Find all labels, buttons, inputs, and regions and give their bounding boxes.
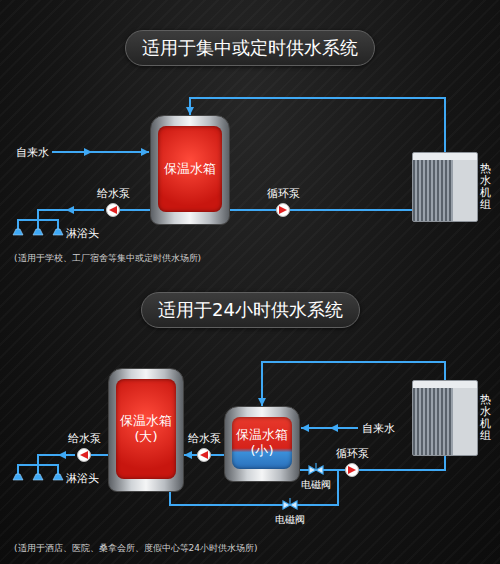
shower-head: [13, 474, 23, 480]
solenoid-valve: 电磁阀: [283, 500, 297, 510]
pipe-connector: [359, 456, 445, 470]
node-text: 保温水箱 (小): [232, 417, 292, 469]
part-label: 自来水: [16, 145, 49, 160]
pump-triangle: [346, 464, 358, 476]
part-label: 淋浴头: [66, 226, 99, 241]
pipe-connector: [230, 209, 276, 211]
shower-pipe: [17, 210, 104, 229]
node-text: 热水机组: [480, 163, 491, 211]
pipe-connector: [211, 454, 224, 456]
shower-head: [13, 229, 23, 235]
pipe-connector: [300, 469, 309, 471]
shower-head: [53, 474, 63, 480]
storage-tank: 保温水箱: [150, 115, 230, 225]
pump-triangle: [198, 449, 210, 461]
node-text: 保温水箱 (大): [116, 379, 176, 479]
pump-triangle: [200, 451, 208, 459]
pipe-connector: [290, 209, 412, 211]
pipe-connector: [170, 492, 283, 505]
valve-stem: [315, 463, 316, 470]
pipe-connector: [184, 454, 197, 456]
node-text: 给水泵: [97, 186, 130, 201]
pump-triangle: [80, 451, 88, 459]
shower-head: [53, 229, 63, 235]
pump-triangle: [78, 449, 90, 461]
valve-symbol: [283, 500, 297, 510]
node-text: 保温水箱: [158, 126, 222, 212]
flow-arrow: [66, 206, 74, 214]
heat-pump-unit: 热水机组: [412, 152, 478, 222]
pump-symbol: 循环泵: [345, 463, 359, 477]
valve-symbol: [309, 465, 323, 475]
node-text: 适用于集中或定时供水系统: [142, 36, 358, 60]
storage-tank: 保温水箱 (小): [224, 406, 300, 482]
heat-pump-unit: 热水机组: [412, 380, 478, 456]
storage-tank: 保温水箱 (大): [108, 368, 184, 492]
node-text: 给水泵: [68, 431, 101, 446]
valve-symbol: [290, 501, 297, 509]
pipe-connector: [323, 469, 345, 471]
tap-water-pipe: [301, 427, 358, 429]
pipe-connector: [120, 209, 150, 211]
caption-note: (适用于学校、工厂宿舍等集中或定时供水场所): [14, 252, 201, 265]
node-text: 给水泵: [188, 431, 221, 446]
pump-triangle: [279, 206, 287, 214]
pump-triangle: [348, 466, 356, 474]
solenoid-valve: 电磁阀: [309, 465, 323, 475]
node-text: 电磁阀: [301, 478, 331, 492]
pipe-connector: [297, 470, 345, 505]
pump-symbol: 循环泵: [276, 203, 290, 217]
node-text: 循环泵: [336, 446, 369, 461]
flow-arrow: [330, 424, 338, 432]
pump-symbol: 给水泵: [77, 448, 91, 462]
caption-note: (适用于酒店、医院、桑拿会所、度假中心等24小时供水场所): [14, 542, 257, 555]
node-text: 循环泵: [267, 186, 300, 201]
flow-arrow: [84, 148, 92, 156]
tap-water-pipe: [52, 151, 149, 153]
section-heading: 适用于集中或定时供水系统: [125, 30, 375, 66]
node-text: 适用于24小时供水系统: [158, 298, 343, 322]
pump-symbol: 给水泵: [106, 203, 120, 217]
part-label: 自来水: [362, 421, 395, 436]
pump-triangle: [277, 204, 289, 216]
section-heading: 适用于24小时供水系统: [141, 292, 360, 328]
pump-triangle: [109, 206, 117, 214]
shower-head: [33, 474, 43, 480]
pump-triangle: [107, 204, 119, 216]
node-text: 电磁阀: [275, 513, 305, 527]
valve-stem: [289, 498, 290, 505]
flow-arrow: [58, 451, 66, 459]
shower-head: [33, 229, 43, 235]
pump-symbol: 给水泵: [197, 448, 211, 462]
shower-pipe: [17, 455, 75, 474]
valve-symbol: [316, 466, 323, 474]
node-text: 热水机组: [480, 394, 491, 442]
pipe-connector: [91, 454, 108, 456]
part-label: 淋浴头: [66, 471, 99, 486]
